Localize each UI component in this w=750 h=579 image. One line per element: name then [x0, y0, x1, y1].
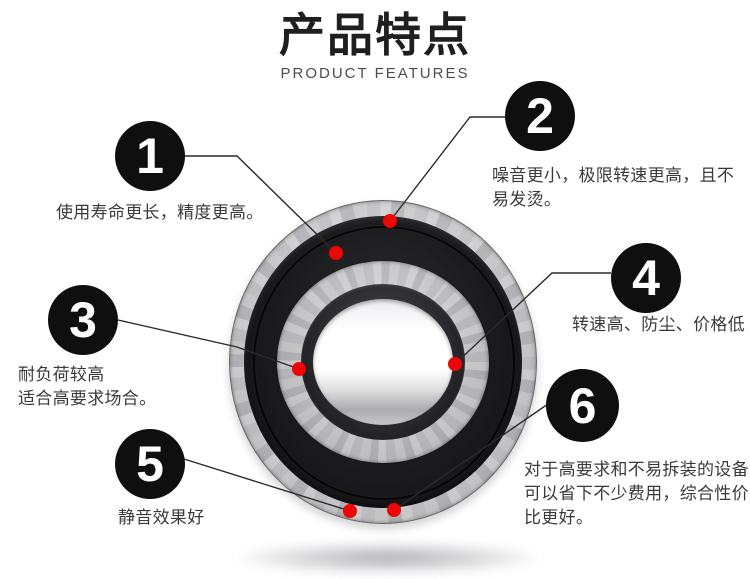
callout-line-5	[183, 458, 351, 512]
feature-4-badge: 4	[611, 243, 681, 313]
feature-3-text: 耐负荷较高 适合高要求场合。	[18, 363, 156, 411]
feature-6-line: 可以省下不少费用，综合性价	[524, 484, 749, 503]
feature-1-number: 1	[136, 128, 164, 184]
feature-6-number: 6	[568, 377, 597, 434]
feature-2-number: 2	[526, 88, 554, 144]
marker-dot-6	[387, 503, 401, 517]
feature-3-line: 适合高要求场合。	[18, 389, 157, 408]
feature-2-line: 噪音更小，极限转速更高，且不	[492, 166, 735, 185]
callout-line-1	[185, 155, 337, 254]
feature-5-line: 静音效果好	[118, 508, 205, 527]
page-title: 产品特点	[279, 9, 471, 61]
feature-3-badge: 3	[48, 285, 118, 355]
feature-3-number: 3	[69, 292, 97, 348]
bearing-seal-groove	[253, 226, 515, 500]
callout-line-3	[117, 319, 300, 370]
feature-2-line: 易发烫。	[492, 190, 562, 209]
feature-1-badge: 1	[115, 121, 185, 191]
marker-dot-4	[448, 357, 462, 371]
bearing-bore	[313, 299, 453, 425]
feature-5-number: 5	[136, 436, 164, 492]
feature-6-badge: 6	[546, 369, 619, 442]
feature-6-line: 比更好。	[524, 508, 594, 527]
bearing-shadow	[238, 542, 538, 574]
feature-1-text: 使用寿命更长，精度更高。	[56, 201, 264, 225]
feature-1-line: 使用寿命更长，精度更高。	[56, 203, 264, 222]
feature-2-badge: 2	[505, 81, 575, 151]
feature-4-text: 转速高、防尘、价格低	[572, 313, 745, 337]
callout-line-6	[393, 403, 549, 511]
feature-5-text: 静音效果好	[118, 506, 205, 530]
feature-4-number: 4	[632, 250, 660, 306]
header: 产品特点 PRODUCT FEATURES	[0, 10, 750, 82]
feature-4-line: 转速高、防尘、价格低	[572, 315, 745, 334]
page-subtitle: PRODUCT FEATURES	[280, 64, 470, 82]
feature-2-text: 噪音更小，极限转速更高，且不 易发烫。	[492, 164, 734, 212]
callout-line-4	[454, 272, 611, 365]
feature-6-text: 对于高要求和不易拆装的设备 可以省下不少费用，综合性价 比更好。	[524, 458, 749, 530]
feature-6-line: 对于高要求和不易拆装的设备	[524, 460, 749, 479]
marker-dot-1	[329, 246, 343, 260]
marker-dot-3	[292, 362, 306, 376]
callout-line-2	[389, 116, 505, 222]
marker-dot-5	[343, 504, 357, 518]
feature-5-badge: 5	[115, 429, 185, 499]
feature-3-line: 耐负荷较高	[18, 365, 105, 384]
marker-dot-2	[383, 214, 397, 228]
